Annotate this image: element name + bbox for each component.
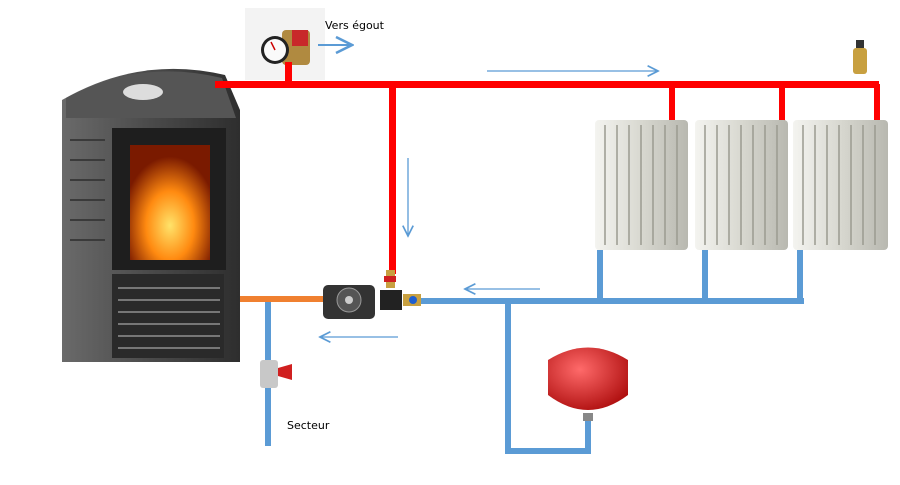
air-vent — [853, 40, 867, 74]
stove-return-pipe — [240, 296, 330, 302]
expansion-vessel — [548, 347, 628, 421]
radiators — [595, 120, 888, 250]
radiator — [695, 120, 788, 250]
radiator — [793, 120, 888, 250]
safety-valve-group — [245, 8, 325, 80]
flow-pipes — [215, 62, 880, 274]
circulator-pump — [323, 270, 421, 319]
flow-arrows — [318, 45, 658, 337]
wood-stove — [62, 68, 240, 362]
fill-valve — [260, 360, 292, 388]
return-pipes — [265, 250, 804, 454]
radiator — [595, 120, 688, 250]
mains-label: Secteur — [287, 419, 330, 432]
drain-label: Vers égout — [325, 19, 384, 32]
